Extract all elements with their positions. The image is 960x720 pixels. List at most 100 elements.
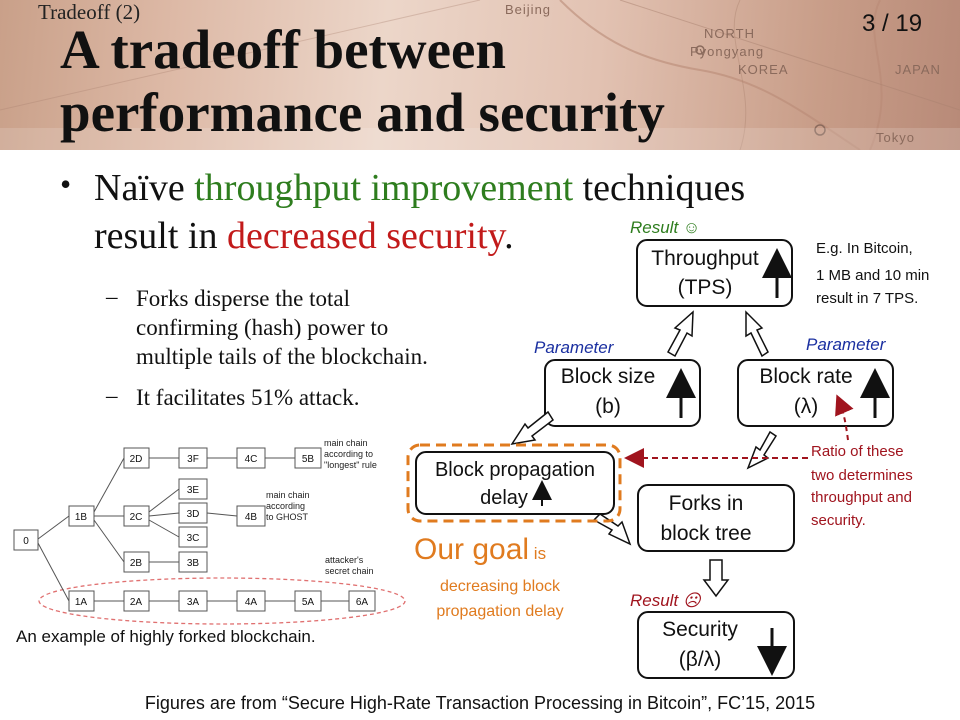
sub-bullet-forks: Forks disperse the total confirming (has… [136, 284, 428, 371]
map-background [0, 0, 960, 150]
tree-node-label: 4B [245, 512, 258, 523]
goal-title: Our goal is [414, 533, 546, 566]
block-rate-symbol: (λ) [794, 395, 819, 418]
slide-label: Tradeoff (2) [38, 0, 141, 24]
block-size-label: Block size [561, 365, 656, 388]
tree-annotation: secret chain [325, 566, 374, 576]
tree-node-label: 2D [130, 454, 143, 465]
map-label: Pyongyang [690, 44, 765, 59]
bitcoin-note-line: 1 MB and 10 min [816, 267, 929, 284]
sub-bullet-line: multiple tails of the blockchain. [136, 344, 428, 369]
tree-node-label: 3A [187, 597, 200, 608]
parameter-label: Parameter [534, 338, 615, 357]
ratio-arrow [835, 394, 854, 441]
goal-highlight-outline [406, 443, 622, 523]
tree-node [68, 505, 95, 527]
tree-annotation: "longest" rule [324, 460, 377, 470]
throughput-label: Throughput [651, 247, 759, 270]
sub-bullet-marker: – [106, 284, 118, 309]
title-line-2: performance and security [60, 82, 665, 143]
goal-description: propagation delay [436, 603, 563, 620]
tree-node-label: 3B [187, 558, 200, 569]
map-label: NORTH [704, 26, 755, 41]
tree-node-label: 3F [187, 454, 199, 465]
tree-node [178, 551, 208, 573]
block-size-symbol: (b) [595, 395, 621, 418]
security-symbol: (β/λ) [679, 648, 721, 671]
sub-bullet-attack: It facilitates 51% attack. [136, 385, 360, 410]
security-box [637, 611, 795, 679]
bullet-text: Naïve [94, 167, 195, 209]
tree-node-label: 2B [130, 558, 143, 569]
tree-edges [37, 457, 349, 602]
propagation-label: Block propagation [435, 459, 595, 481]
tree-caption: An example of highly forked blockchain. [16, 627, 316, 646]
hollow-arrow-icon [666, 310, 694, 358]
block-rate-box [737, 359, 894, 427]
tree-node-label: 5A [302, 597, 315, 608]
bullet-text: result in [94, 215, 227, 257]
tree-node-label: 3C [187, 533, 200, 544]
tree-node [123, 447, 150, 469]
tree-node-label: 3E [187, 485, 200, 496]
propagation-box [415, 451, 615, 515]
tree-node [123, 590, 150, 612]
hollow-arrow-icon [592, 513, 632, 546]
map-label: JAPAN [895, 62, 941, 77]
forked-blockchain-tree: 0 1B 2D 2C 2B 3F 3E 3D 3C 3B 4C 4B [13, 438, 406, 625]
map-label: KOREA [738, 62, 789, 77]
map-label: Tokyo [876, 130, 915, 145]
throughput-unit: (TPS) [678, 276, 733, 299]
tree-node [236, 590, 266, 612]
result-good-label: Result ☺ [630, 218, 700, 237]
forks-label: Forks in [669, 492, 744, 515]
throughput-box [636, 239, 793, 307]
tree-nodes: 0 1B 2D 2C 2B 3F 3E 3D 3C 3B 4C 4B [13, 447, 376, 612]
tree-node-label: 6A [356, 597, 369, 608]
bullet-text: . [504, 215, 514, 257]
tree-node-label: 3D [187, 509, 200, 520]
tree-node-label: 1B [75, 512, 88, 523]
bullet-text: techniques [573, 167, 746, 209]
tree-node [68, 590, 95, 612]
tree-node-label: 5B [302, 454, 315, 465]
tree-node-label: 4A [245, 597, 258, 608]
tree-annotation: main chain [266, 490, 310, 500]
block-size-box [544, 359, 701, 427]
security-label: Security [662, 618, 738, 641]
title-line-1: A tradeoff between [60, 19, 506, 80]
tree-node [236, 447, 266, 469]
footer-citation: Figures are from “Secure High-Rate Trans… [144, 693, 816, 713]
map-label: Beijing [505, 2, 552, 17]
forks-label: block tree [660, 522, 751, 545]
forks-box [637, 484, 795, 552]
tree-node [178, 478, 208, 500]
bitcoin-note-line: E.g. In Bitcoin, [816, 240, 913, 257]
ratio-note-line: security. [811, 512, 866, 529]
parameter-label: Parameter [806, 335, 887, 354]
ratio-note-line: Ratio of these [811, 443, 904, 460]
bullet-marker: • [60, 166, 72, 202]
tree-node-label: 1A [75, 597, 88, 608]
tree-node [13, 529, 39, 551]
tree-node [178, 526, 208, 548]
hollow-arrow-icon [746, 430, 778, 470]
tree-annotation: according to [324, 449, 373, 459]
tree-node [294, 590, 322, 612]
tree-annotation: attacker's [325, 555, 364, 565]
tree-node-label: 4C [245, 454, 258, 465]
highlight-throughput: throughput improvement [194, 167, 574, 209]
tree-node [294, 447, 322, 469]
tree-node [348, 590, 376, 612]
main-bullet: Naïve throughput improvement techniques … [94, 164, 745, 260]
sub-bullet-line: confirming (hash) power to [136, 315, 389, 340]
tree-node [178, 447, 208, 469]
page-title: A tradeoff between performance and secur… [60, 18, 665, 144]
tree-annotation: main chain [324, 438, 368, 448]
tree-node [236, 505, 266, 527]
hollow-arrow-icon [702, 559, 730, 598]
ratio-note-line: two determines [811, 467, 913, 484]
propagation-label: delay [480, 487, 528, 509]
goal-title-big: Our goal [414, 533, 529, 566]
